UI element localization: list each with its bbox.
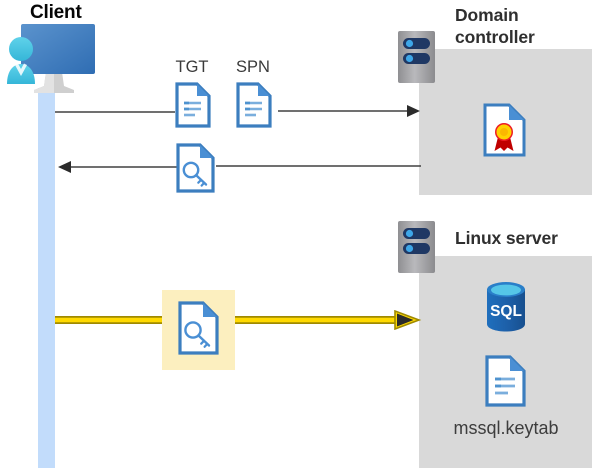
spn-label: SPN [236,58,270,76]
flow-1-arrow-segment-left [55,107,175,117]
domain-controller-server-icon [395,29,441,87]
flow-2-arrow-segment-left [55,160,180,174]
flow-2-arrow-segment-right [216,161,421,169]
certificate-document-icon [483,103,527,157]
linux-server-title: Linux server [455,228,558,248]
flow-3-arrow-segment-left [55,313,170,327]
tgt-document-icon [175,82,211,128]
keytab-file-label: mssql.keytab [453,418,559,438]
sql-icon-text: SQL [490,303,522,320]
keytab-document-icon [485,355,527,407]
flow-1-arrow-segment-right [278,103,423,117]
domain-controller-title-line1: Domain [455,5,519,25]
service-ticket-key-document-icon [178,301,220,355]
domain-controller-title: Domain controller [455,4,595,48]
client-computer-icon [4,22,100,94]
linux-server-server-icon [395,219,441,277]
session-key-document-icon [176,143,216,193]
tgt-label: TGT [175,58,209,76]
spn-document-icon [236,82,272,128]
domain-controller-title-line2: controller [455,27,535,47]
client-lifeline [38,88,55,468]
flow-3-arrow-segment-right [235,310,423,330]
sql-database-icon: SQL [479,280,533,334]
client-title: Client [30,2,82,23]
